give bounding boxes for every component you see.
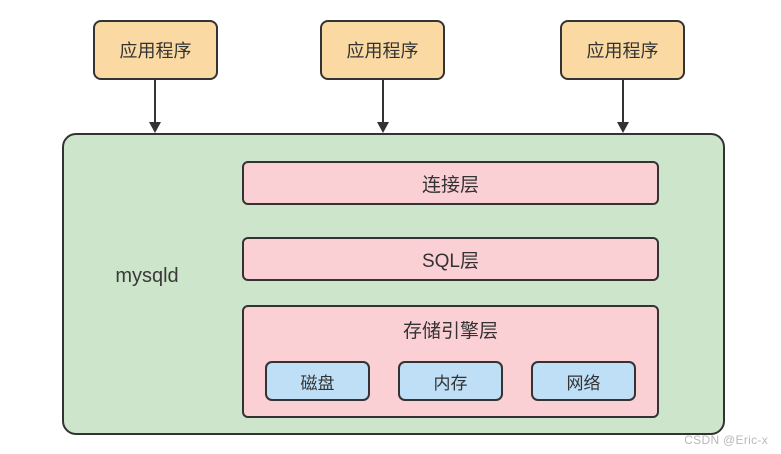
arrow-down-icon-1 — [154, 80, 156, 122]
app-program-box-3-label: 应用程序 — [586, 41, 659, 61]
memory-box: 内存 — [398, 361, 503, 401]
app-program-box-3: 应用程序 — [560, 20, 685, 80]
arrow-down-icon-2 — [382, 80, 384, 122]
app-program-box-1-label: 应用程序 — [119, 41, 192, 61]
network-box: 网络 — [531, 361, 636, 401]
watermark: CSDN @Eric-x — [684, 433, 768, 447]
storage-engine-layer-label: 存储引擎层 — [402, 321, 498, 342]
app-program-box-1: 应用程序 — [93, 20, 218, 80]
storage-engine-layer-box: 存储引擎层 磁盘 内存 网络 — [242, 305, 659, 418]
connection-layer-label: 连接层 — [421, 174, 479, 196]
sql-layer-box: SQL层 — [242, 237, 659, 281]
app-program-box-2: 应用程序 — [320, 20, 445, 80]
mysqld-container: mysqld 连接层 SQL层 存储引擎层 磁盘 内存 网络 — [62, 133, 725, 435]
disk-box-label: 磁盘 — [300, 373, 335, 393]
app-program-box-2-label: 应用程序 — [346, 41, 419, 61]
disk-box: 磁盘 — [265, 361, 370, 401]
mysqld-label: mysqld — [115, 265, 179, 287]
engine-components-row: 磁盘 内存 网络 — [244, 361, 657, 401]
memory-box-label: 内存 — [433, 373, 468, 393]
connection-layer-box: 连接层 — [242, 161, 659, 205]
arrow-down-icon-3 — [622, 80, 624, 122]
sql-layer-label: SQL层 — [421, 250, 480, 272]
network-box-label: 网络 — [566, 373, 601, 393]
